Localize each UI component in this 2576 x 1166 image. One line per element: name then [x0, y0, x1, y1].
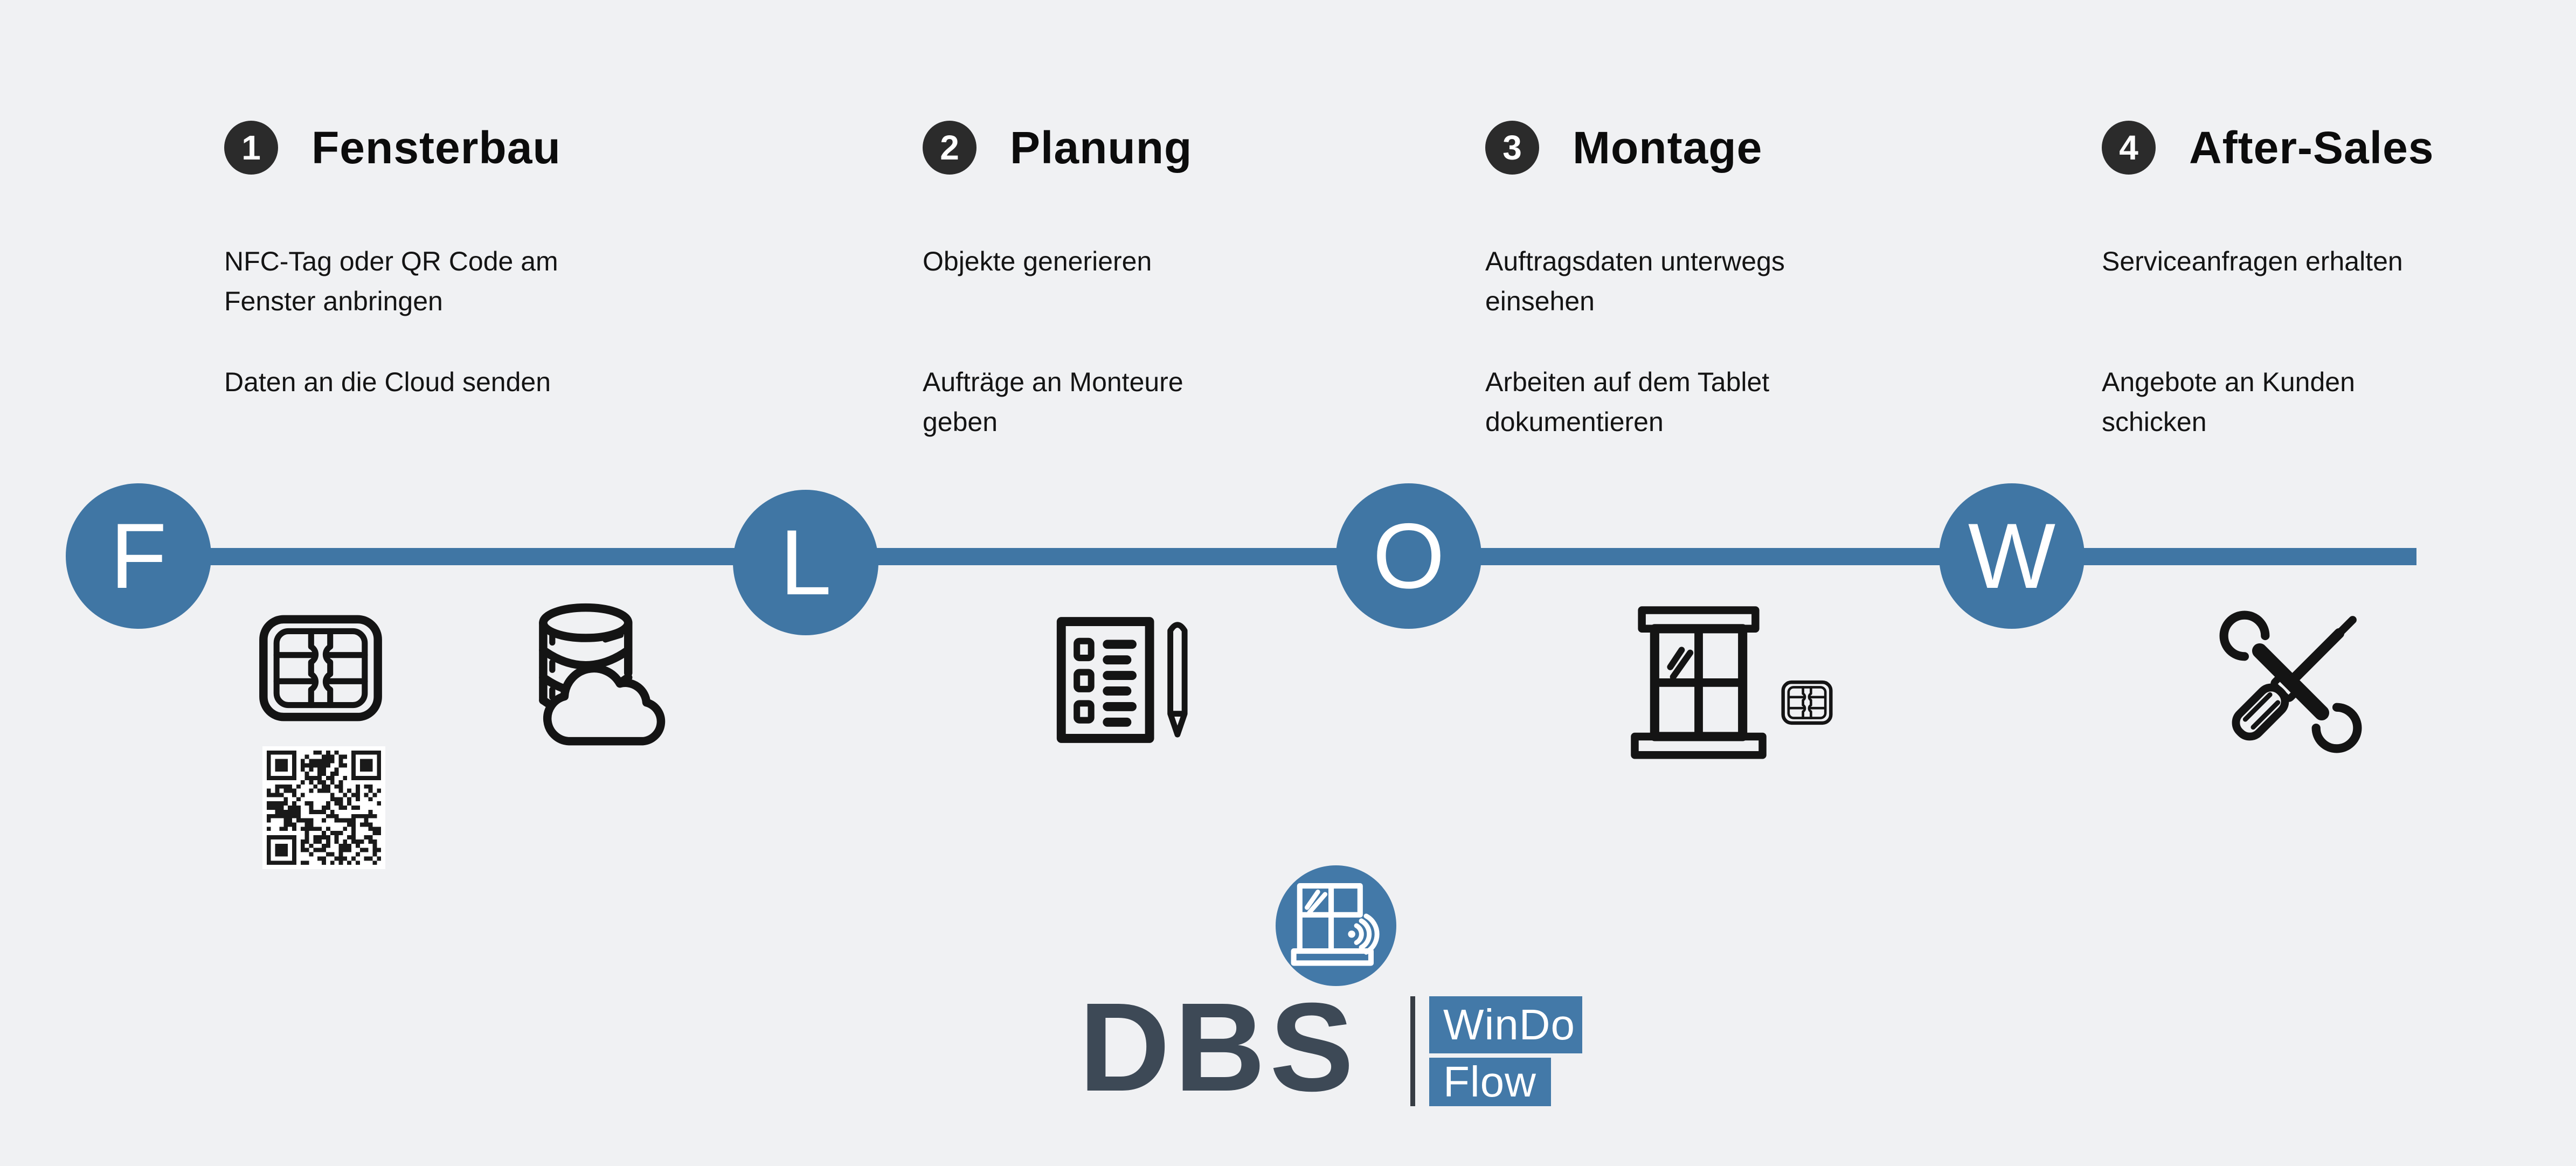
- step-2-item-1: Objekte generieren: [923, 241, 1152, 281]
- step-1-number: 1: [241, 128, 261, 167]
- timeline-node-o: O: [1336, 483, 1481, 629]
- step-4-item-2: Angebote an Kunden schicken: [2102, 362, 2355, 442]
- step-2-header: 2 Planung: [923, 121, 1192, 175]
- logo-product-windo: WinDo: [1429, 996, 1582, 1053]
- step-3-number: 3: [1502, 128, 1522, 167]
- step-4-number-badge: 4: [2102, 121, 2156, 175]
- step-1-item-2-line-1: Daten an die Cloud senden: [224, 367, 551, 397]
- step-1-number-badge: 1: [224, 121, 278, 175]
- step-3-header: 3 Montage: [1485, 121, 1762, 175]
- tools-icon: [2211, 602, 2370, 761]
- step-3-item-2-line-1: Arbeiten auf dem Tablet: [1485, 367, 1770, 397]
- step-after-sales: 4 After-Sales Serviceanfragen erhalten A…: [2102, 0, 2576, 485]
- step-3-item-1-line-2: einsehen: [1485, 286, 1595, 316]
- step-2-title: Planung: [1010, 122, 1193, 173]
- checklist-pen-icon: [1051, 613, 1194, 747]
- logo-product-flow: Flow: [1429, 1058, 1551, 1106]
- step-4-header: 4 After-Sales: [2102, 121, 2434, 175]
- timeline-node-f: F: [66, 483, 211, 629]
- step-3-item-2: Arbeiten auf dem Tablet dokumentieren: [1485, 362, 1769, 442]
- timeline-node-l: L: [733, 490, 878, 635]
- step-1-item-1: NFC-Tag oder QR Code am Fenster anbringen: [224, 241, 558, 321]
- step-3-item-2-line-2: dokumentieren: [1485, 407, 1664, 437]
- timeline-letter-w: W: [1968, 504, 2056, 608]
- step-4-item-1-line-1: Serviceanfragen erhalten: [2102, 246, 2403, 276]
- database-cloud-icon: [517, 599, 684, 753]
- nfc-chip-icon: [259, 614, 383, 722]
- qr-code-icon: [262, 746, 385, 869]
- timeline-letter-o: O: [1373, 504, 1445, 608]
- window-nfc-signal-icon: [1291, 883, 1380, 966]
- nfc-chip-small-icon: [1781, 679, 1833, 726]
- step-planung: 2 Planung Objekte generieren Aufträge an…: [923, 0, 1569, 485]
- step-2-item-2: Aufträge an Monteure geben: [923, 362, 1183, 442]
- logo-brand-text: DBS: [1079, 976, 1359, 1118]
- step-1-item-1-line-2: Fenster anbringen: [224, 286, 443, 316]
- step-montage: 3 Montage Auftragsdaten unterwegs einsehe…: [1485, 0, 2132, 485]
- step-1-item-2: Daten an die Cloud senden: [224, 362, 551, 402]
- step-2-number-badge: 2: [923, 121, 977, 175]
- step-1-title: Fensterbau: [311, 122, 561, 173]
- step-1-item-1-line-1: NFC-Tag oder QR Code am: [224, 246, 558, 276]
- step-fensterbau: 1 Fensterbau NFC-Tag oder QR Code am Fens…: [224, 0, 871, 485]
- step-3-item-1: Auftragsdaten unterwegs einsehen: [1485, 241, 1785, 321]
- timeline-node-w: W: [1939, 483, 2085, 629]
- step-3-item-1-line-1: Auftragsdaten unterwegs: [1485, 246, 1785, 276]
- step-4-item-2-line-1: Angebote an Kunden: [2102, 367, 2355, 397]
- step-4-item-1: Serviceanfragen erhalten: [2102, 241, 2403, 281]
- logo-mark: [1276, 865, 1396, 986]
- step-1-header: 1 Fensterbau: [224, 121, 561, 175]
- step-2-number: 2: [940, 128, 959, 167]
- step-4-number: 4: [2119, 128, 2138, 167]
- step-3-title: Montage: [1573, 122, 1763, 173]
- step-2-item-2-line-1: Aufträge an Monteure: [923, 367, 1183, 397]
- step-2-item-2-line-2: geben: [923, 407, 998, 437]
- step-2-item-1-line-1: Objekte generieren: [923, 246, 1152, 276]
- timeline-letter-l: L: [780, 511, 832, 614]
- window-icon: [1626, 605, 1771, 764]
- step-3-number-badge: 3: [1485, 121, 1539, 175]
- step-4-item-2-line-2: schicken: [2102, 407, 2207, 437]
- timeline-letter-f: F: [110, 504, 167, 608]
- step-4-title: After-Sales: [2189, 122, 2434, 173]
- logo-divider: [1410, 996, 1415, 1106]
